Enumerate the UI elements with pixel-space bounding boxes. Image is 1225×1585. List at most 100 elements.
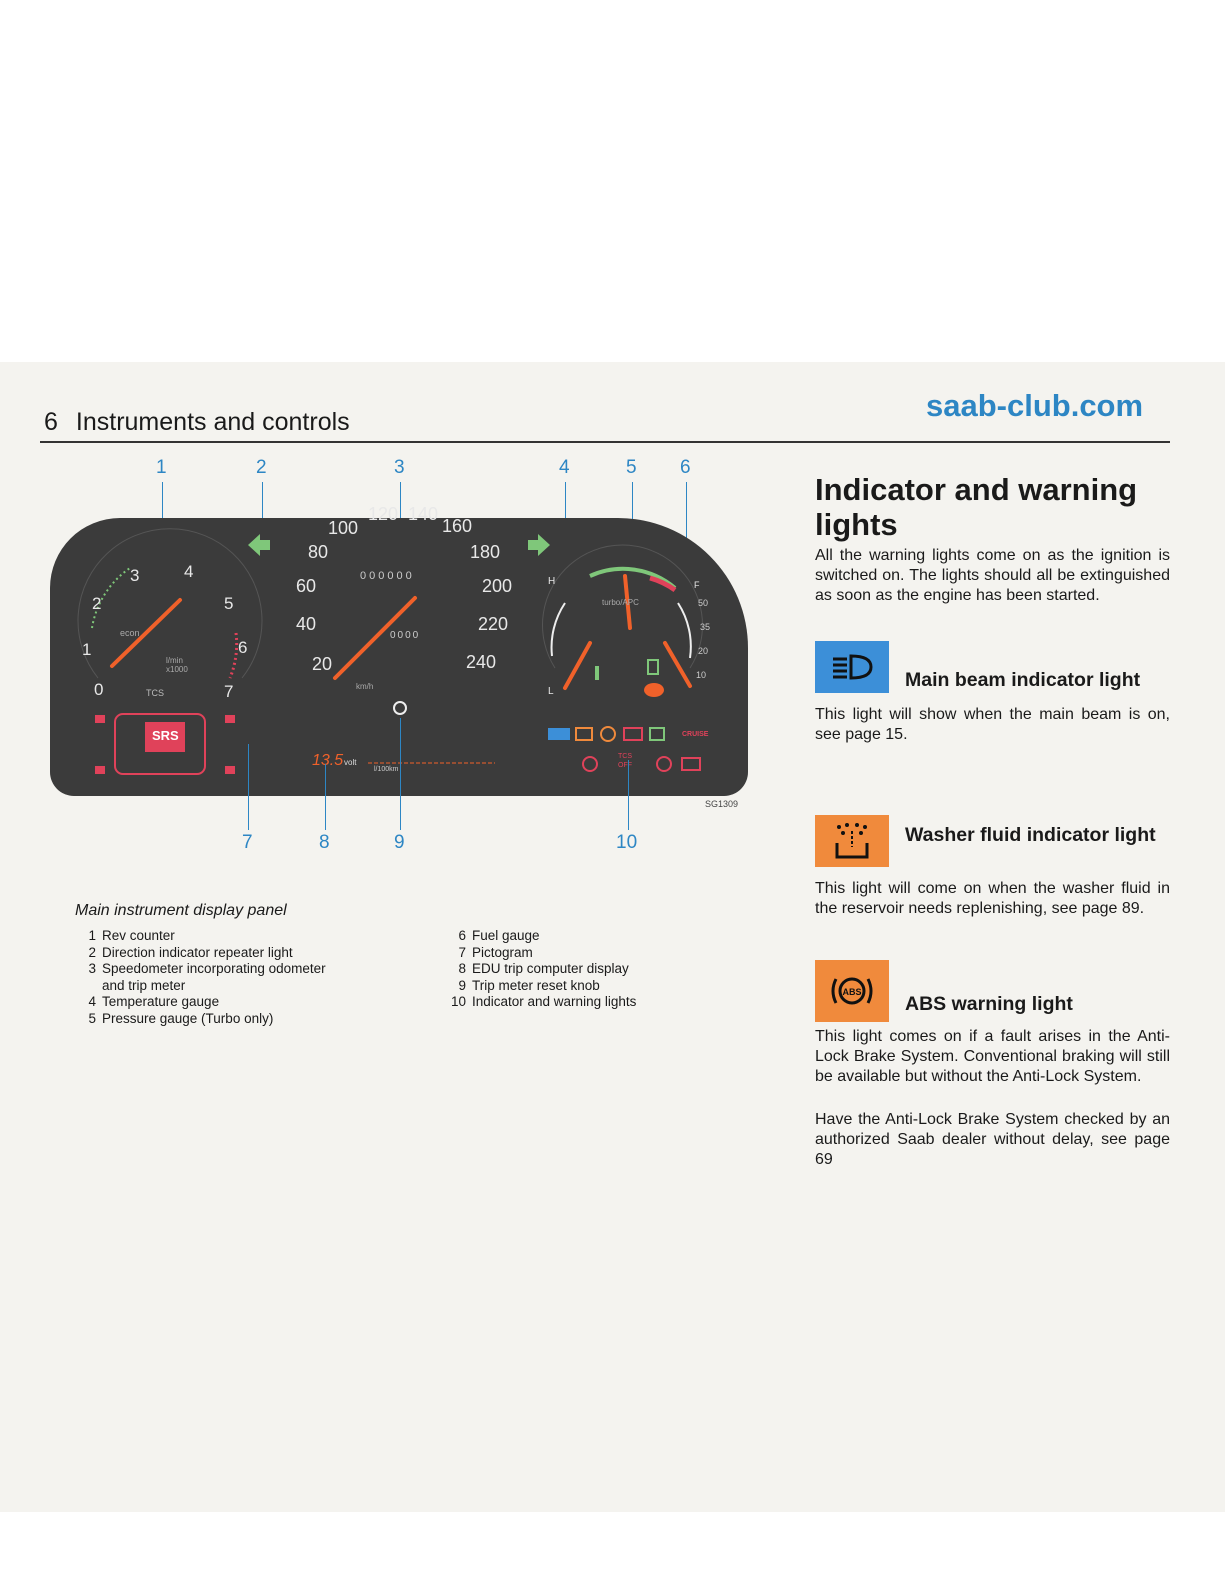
figure-code: SG1309 [705, 799, 739, 809]
washer-title: Washer fluid indicator light [905, 824, 1156, 846]
abs-text-1: This light comes on if a fault arises in… [815, 1028, 1170, 1085]
fuel-pump-icon [647, 659, 659, 675]
brake-lamp-icon [582, 756, 598, 772]
lamp-right-upper-icon [225, 715, 235, 723]
speed-needle [333, 596, 417, 680]
speed-tick-140: 140 [408, 504, 439, 524]
srs-label: SRS [152, 728, 179, 743]
washer-reservoir-icon [835, 823, 869, 859]
fuel-mark-20: 20 [698, 646, 709, 656]
main-beam-lamp-icon [548, 728, 570, 740]
rev-tick-7: 7 [224, 682, 234, 701]
callout-3: 3 [394, 457, 405, 478]
rev-counter [77, 528, 263, 679]
pressure-needle [623, 574, 632, 630]
callout-10: 10 [616, 832, 638, 853]
leader-9 [400, 718, 401, 830]
callout-6: 6 [680, 457, 691, 478]
speed-tick-120: 120 [368, 504, 399, 524]
brake-wear-lamp-icon [656, 756, 672, 772]
rev-tick-6: 6 [238, 638, 248, 657]
speed-tick-80: 80 [308, 542, 329, 562]
instrument-panel-art [77, 528, 703, 775]
temp-low-label: L [548, 686, 554, 697]
coolant-icon [595, 666, 599, 680]
rpm-unit-line1: l/min [166, 656, 183, 665]
tcs-off-line2: OFF [618, 762, 632, 769]
rear-defrost-lamp-icon [681, 757, 701, 771]
callout-7: 7 [242, 832, 253, 853]
site-logo: saab-club.com [926, 388, 1144, 423]
speed-tick-60: 60 [296, 576, 317, 596]
temp-needle [563, 641, 592, 690]
figure-caption: Main instrument display panel [75, 902, 287, 919]
leader-3 [400, 482, 401, 542]
rpm-unit-line2: x1000 [166, 665, 188, 674]
trip-reset-knob[interactable] [393, 701, 407, 715]
abs-title: ABS warning light [905, 993, 1073, 1015]
srs-badge [145, 722, 185, 752]
headlight-icon [833, 654, 873, 680]
tcs-label: TCS [146, 688, 164, 698]
page-number: 6 [44, 408, 58, 436]
lamp-left-lower-icon [95, 766, 105, 774]
callout-8: 8 [319, 832, 330, 853]
speed-tick-180: 180 [470, 542, 501, 562]
callout-4: 4 [559, 457, 570, 478]
speed-tick-160: 160 [442, 516, 473, 536]
fuel-mark-35: 35 [700, 622, 711, 632]
main-beam-icon [815, 641, 889, 693]
rev-tick-1: 1 [82, 640, 92, 659]
speed-tick-100: 100 [328, 518, 359, 538]
temp-high-label: H [548, 576, 556, 587]
speed-tick-20: 20 [312, 654, 333, 674]
abs-warning-icon: ABS [815, 960, 889, 1022]
abs-icon: ABS [831, 977, 873, 1005]
rev-tick-2: 2 [92, 594, 102, 613]
callout-2: 2 [256, 457, 267, 478]
section-heading: Indicator and warning lights [815, 472, 1138, 542]
washer-text: This light will come on when the washer … [815, 880, 1170, 917]
edu-value: 13.5 [312, 752, 344, 769]
right-indicator-arrow [528, 534, 550, 556]
main-beam-text: This light will show when the main beam … [815, 706, 1170, 743]
rev-tick-3: 3 [130, 566, 140, 585]
speed-tick-40: 40 [296, 614, 317, 634]
fuel-needle [663, 641, 692, 688]
speed-tick-240: 240 [466, 652, 497, 672]
rev-needle [110, 598, 182, 668]
speedometer [333, 596, 417, 715]
instrument-panel: 0 1 2 3 4 5 6 7 econ l/min x1000 TCS 20 … [50, 504, 748, 796]
callout-9: 9 [394, 832, 405, 853]
rev-tick-0: 0 [94, 680, 104, 699]
left-indicator-arrow [248, 534, 270, 556]
abs-text-2: Have the Anti-Lock Brake System checked … [815, 1111, 1170, 1168]
leader-8 [325, 764, 326, 830]
speed-tick-200: 200 [482, 576, 513, 596]
rev-tick-4: 4 [184, 562, 194, 581]
econ-label: econ [120, 628, 140, 638]
fog-lamp-icon [649, 727, 665, 741]
edu-sub-unit: l/100km [374, 766, 399, 773]
legend-item: and trip meter [102, 977, 186, 993]
fuel-mark-50: 50 [698, 598, 709, 608]
cruise-lamp: CRUISE [682, 731, 709, 738]
callout-1: 1 [156, 457, 167, 478]
tcs-off-line1: TCS [618, 753, 632, 760]
speed-tick-220: 220 [478, 614, 509, 634]
lamp-left-upper-icon [95, 715, 105, 723]
battery-lamp-icon [623, 727, 643, 741]
fuel-full-label: F [694, 580, 700, 590]
edu-unit: volt [344, 758, 357, 767]
